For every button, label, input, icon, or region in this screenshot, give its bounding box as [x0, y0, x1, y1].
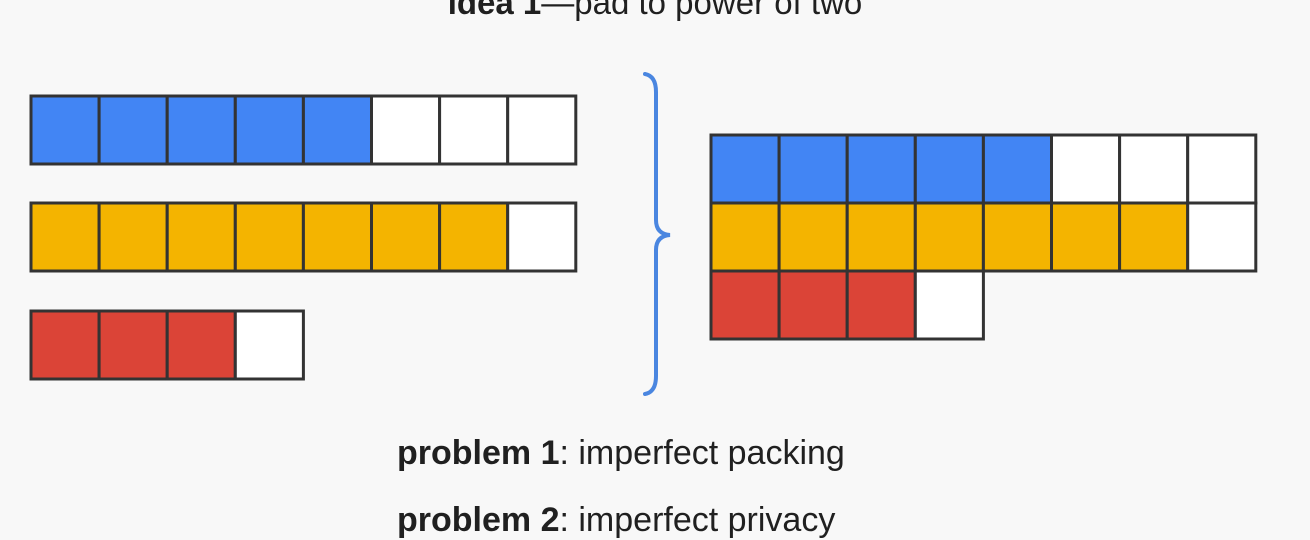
unpacked-blue-cell-empty: [506, 94, 578, 166]
packed-red-cell-filled: [777, 269, 849, 341]
packed-blue-cell-empty: [1118, 133, 1190, 205]
unpacked-red-cell-filled: [29, 309, 101, 381]
unpacked-rows: [29, 94, 578, 381]
problem-1-text: : imperfect packing: [559, 434, 845, 472]
problem-2-label: problem 2: [397, 501, 560, 539]
unpacked-blue-cell-filled: [165, 94, 237, 166]
packed-blue-cell-filled: [777, 133, 849, 205]
problem-2-text: : imperfect privacy: [559, 501, 836, 539]
unpacked-blue-cell-empty: [438, 94, 510, 166]
unpacked-red-cell-empty: [233, 309, 305, 381]
packed-red-cell-filled: [845, 269, 917, 341]
unpacked-yellow-cell-filled: [29, 201, 101, 273]
slide-title: idea 1—pad to power of two: [0, 0, 1310, 22]
packed-yellow-cell-filled: [777, 201, 849, 273]
packed-rows: [709, 133, 1258, 341]
packed-yellow-cell-filled: [981, 201, 1054, 273]
unpacked-yellow-cell-filled: [301, 201, 373, 273]
packed-blue-cell-filled: [845, 133, 917, 205]
packed-blue-cell-empty: [1050, 133, 1122, 205]
packed-blue-cell-empty: [1186, 133, 1258, 205]
unpacked-yellow-cell-filled: [370, 201, 442, 273]
unpacked-blue-cell-filled: [233, 94, 305, 166]
unpacked-yellow-cell-filled: [438, 201, 510, 273]
packed-red-cell-empty: [913, 269, 985, 341]
packed-yellow-cell-filled: [1050, 201, 1122, 273]
unpacked-yellow-cell-filled: [97, 201, 169, 273]
title-bold: idea 1: [447, 0, 542, 21]
unpacked-blue-cell-empty: [370, 94, 442, 166]
packed-yellow-cell-filled: [845, 201, 917, 273]
unpacked-blue-cell-filled: [301, 94, 373, 166]
packed-yellow-cell-empty: [1186, 201, 1258, 273]
problem-2: problem 2: imperfect privacy: [397, 501, 835, 540]
unpacked-red-cell-filled: [165, 309, 237, 381]
unpacked-yellow-cell-filled: [165, 201, 237, 273]
unpacked-yellow-cell-empty: [506, 201, 578, 273]
unpacked-red-cell-filled: [97, 309, 169, 381]
unpacked-yellow-cell-filled: [233, 201, 305, 273]
packed-yellow-cell-filled: [1118, 201, 1190, 273]
unpacked-blue-cell-filled: [29, 94, 101, 166]
packed-yellow-cell-filled: [709, 201, 781, 273]
problem-1: problem 1: imperfect packing: [397, 434, 845, 473]
curly-brace: [643, 72, 671, 396]
packed-blue-cell-filled: [709, 133, 781, 205]
packed-yellow-cell-filled: [913, 201, 985, 273]
problem-1-label: problem 1: [397, 434, 560, 472]
unpacked-blue-cell-filled: [97, 94, 169, 166]
packed-red-cell-filled: [709, 269, 781, 341]
packed-blue-cell-filled: [913, 133, 985, 205]
title-rest: —pad to power of two: [541, 0, 863, 21]
packed-blue-cell-filled: [981, 133, 1054, 205]
